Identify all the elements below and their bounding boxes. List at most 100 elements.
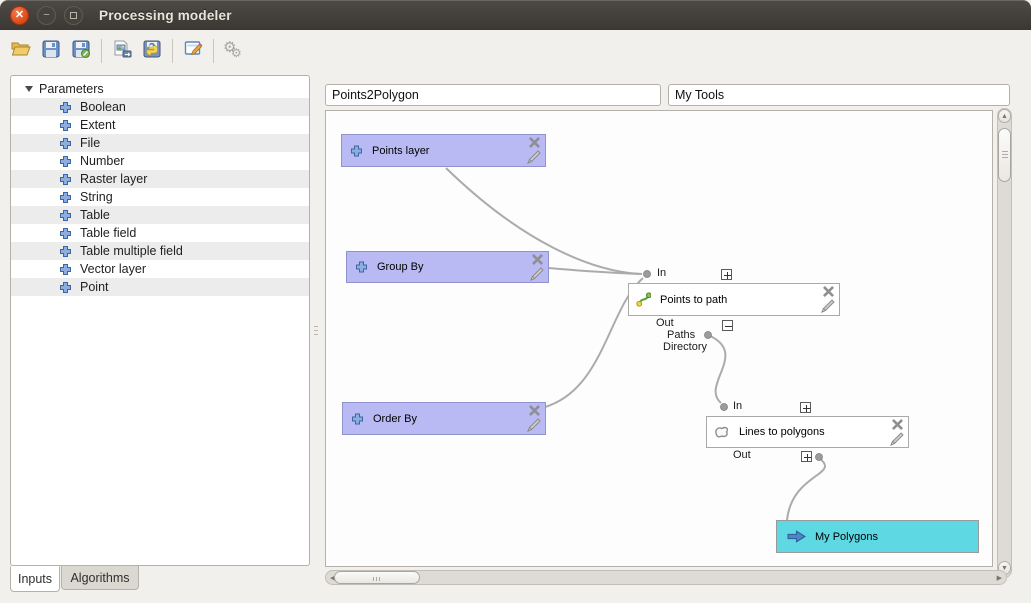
delete-icon[interactable] [823,286,834,297]
add-parameter-icon [60,191,71,203]
sidebar-item-label: Extent [80,118,116,132]
tree-root-parameters[interactable]: Parameters [11,80,309,98]
expand-icon[interactable] [801,451,812,462]
edit-pencil-icon[interactable] [530,267,544,281]
add-parameter-icon [60,227,71,239]
expand-icon[interactable] [721,269,732,280]
window-title: Processing modeler [99,8,232,23]
delete-icon[interactable] [532,254,543,265]
node-label: Lines to polygons [739,426,825,438]
export-as-image-button[interactable] [109,38,135,64]
node-actions [527,405,541,433]
minimize-icon[interactable]: − [37,6,56,25]
parameter-icon [352,413,363,424]
output-arrow-icon [787,530,806,543]
model-group-input[interactable] [668,84,1010,106]
node-points-layer[interactable]: Points layer [341,134,546,167]
toolbar-separator [172,39,173,63]
scroll-left-button[interactable]: ◀ [330,575,336,582]
maximize-icon[interactable] [64,6,83,25]
add-parameter-icon [60,101,71,113]
add-parameter-icon [60,209,71,221]
collapse-arrow-icon[interactable] [25,86,33,92]
sidebar-item-point[interactable]: Point [11,278,309,296]
sidebar-item-label: Table field [80,226,137,240]
tab-label: Algorithms [70,570,130,585]
node-actions [890,419,904,447]
delete-icon[interactable] [529,405,540,416]
edit-pencil-icon[interactable] [527,150,541,164]
algo2-in-label: In [733,400,743,412]
horizontal-scrollbar-thumb[interactable] [334,571,420,584]
delete-icon[interactable] [529,137,540,148]
model-name-input[interactable] [325,84,661,106]
edit-pencil-icon[interactable] [821,299,835,313]
sidebar-item-label: Raster layer [80,172,148,186]
parameter-icon [351,145,362,156]
connection-dot [704,331,712,339]
tab-inputs[interactable]: Inputs [10,566,60,592]
connection-dot [643,270,651,278]
toolbar: ⚙⚙ [6,36,249,66]
sidebar-item-vector-layer[interactable]: Vector layer [11,260,309,278]
sidebar-item-raster-layer[interactable]: Raster layer [11,170,309,188]
sidebar-item-label: Number [80,154,125,168]
node-label: Order By [373,412,418,425]
algo1-port-paths[interactable]: Paths [667,329,696,341]
save-model-button[interactable] [38,38,64,64]
sidebar-item-extent[interactable]: Extent [11,116,309,134]
add-parameter-icon [60,263,71,275]
horizontal-scrollbar[interactable]: ◀ ▶ [325,570,1007,585]
gears-icon: ⚙⚙ [223,39,242,60]
toolbar-separator [213,39,214,63]
scrollbar-grip [1002,151,1008,152]
sidebar-item-boolean[interactable]: Boolean [11,98,309,116]
add-parameter-icon [60,173,71,185]
node-order-by[interactable]: Order By [342,402,546,435]
folder-open-icon [11,41,31,62]
edit-pencil-icon[interactable] [527,418,541,432]
node-actions [821,286,835,314]
parameters-panel: Parameters Boolean Extent File Number Ra… [10,75,310,566]
sidebar-item-file[interactable]: File [11,134,309,152]
edit-pencil-icon[interactable] [890,432,904,446]
sidebar-item-number[interactable]: Number [11,152,309,170]
collapse-icon[interactable] [722,320,733,331]
add-parameter-icon [60,245,71,257]
node-group-by[interactable]: Group By [346,251,549,283]
splitter-handle[interactable] [314,326,318,327]
edit-model-help-button[interactable] [180,38,206,64]
vertical-scrollbar-thumb[interactable] [998,128,1011,182]
expand-icon[interactable] [800,402,811,413]
node-points-to-path[interactable]: Points to path [628,283,840,316]
node-actions [527,137,541,165]
algo1-port-directory[interactable]: Directory [663,341,708,353]
wire-paths-to-linestopolygons [707,334,727,404]
model-canvas[interactable]: Points layer Group By Order By In [325,110,993,567]
edit-help-icon [184,40,203,63]
open-model-button[interactable] [8,38,34,64]
node-lines-to-polygons[interactable]: Lines to polygons [706,416,909,448]
wire-out-to-mypolygons [786,457,826,521]
scroll-up-button[interactable]: ▲ [998,109,1011,123]
sidebar-item-label: File [80,136,101,150]
node-my-polygons[interactable]: My Polygons [776,520,979,553]
lines-to-polygons-icon [715,426,729,438]
scroll-right-button[interactable]: ▶ [996,575,1002,582]
wire-pointslayer-to-pointstopath [445,167,643,275]
tree-root-label: Parameters [39,82,104,96]
sidebar-item-label: Vector layer [80,262,147,276]
sidebar-item-string[interactable]: String [11,188,309,206]
algo2-out-label: Out [733,449,751,461]
sidebar-item-table[interactable]: Table [11,206,309,224]
sidebar-item-table-multiple-field[interactable]: Table multiple field [11,242,309,260]
delete-icon[interactable] [892,419,903,430]
close-icon[interactable]: ✕ [10,6,29,25]
save-model-as-button[interactable] [68,38,94,64]
sidebar-item-table-field[interactable]: Table field [11,224,309,242]
toolbar-separator [101,39,102,63]
run-model-button[interactable]: ⚙⚙ [221,38,247,64]
tab-algorithms[interactable]: Algorithms [61,566,139,590]
export-as-python-button[interactable] [139,38,165,64]
